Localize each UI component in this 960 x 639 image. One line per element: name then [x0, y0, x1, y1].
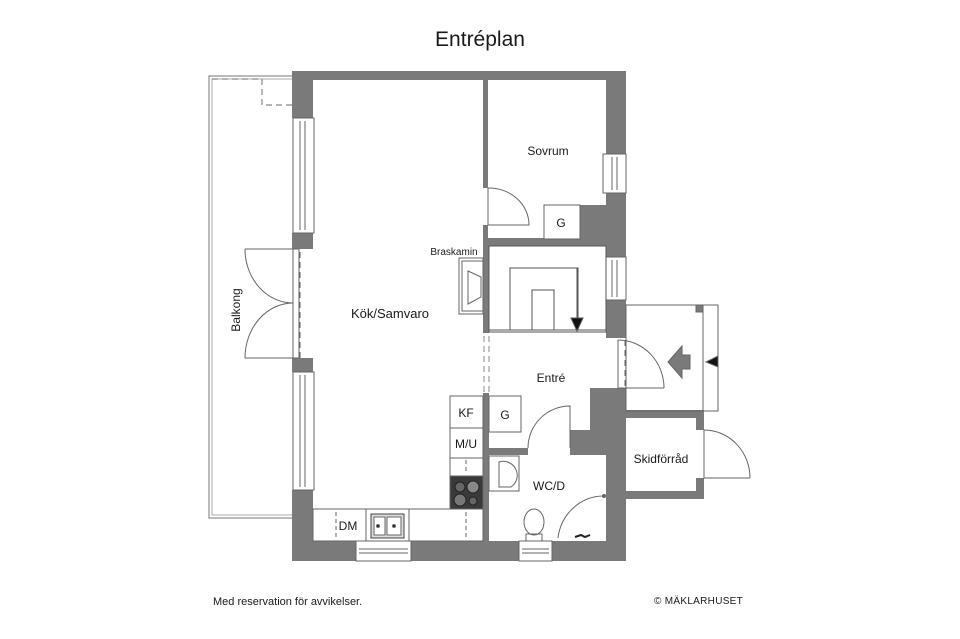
- bedroom-door: [487, 187, 530, 226]
- wardrobe-entrance: [488, 395, 522, 433]
- fridge-label: KF: [458, 406, 473, 420]
- dishwasher-label: DM: [339, 519, 358, 533]
- room-label-entrance: Entré: [537, 371, 566, 385]
- room-label-balcony: Balkong: [229, 288, 243, 331]
- balcony: [208, 75, 294, 519]
- walls: [292, 71, 704, 561]
- copyright: © MÄKLARHUSET: [654, 596, 744, 607]
- room-label-kitchen: Kök/Samvaro: [351, 306, 429, 321]
- page-title: Entréplan: [435, 28, 525, 51]
- entry-arrow-icon: [667, 344, 691, 380]
- room-label-bedroom: Sovrum: [527, 144, 568, 158]
- porch: [625, 304, 719, 412]
- windows: [292, 117, 627, 562]
- fireplace: [458, 257, 484, 315]
- fireplace-label: Braskamin: [430, 247, 477, 258]
- microwave-label: M/U: [455, 437, 477, 451]
- wardrobe-bedroom-label: G: [556, 216, 565, 230]
- storage-closet: [488, 245, 607, 333]
- room-label-ski-storage: Skidförråd: [634, 452, 689, 466]
- entrance-door: [617, 339, 665, 389]
- ski-storage-door: [703, 429, 751, 479]
- disclaimer: Med reservation för avvikelser.: [213, 596, 363, 608]
- wardrobe-entrance-label: G: [500, 408, 509, 422]
- room-label-bathroom: WC/D: [533, 479, 565, 493]
- kitchen-units: [312, 395, 484, 542]
- wc-fixtures: [488, 455, 606, 542]
- balcony-door: [244, 248, 301, 359]
- wardrobe-bedroom: [543, 204, 581, 240]
- wc-door: [527, 405, 571, 449]
- open-passage: [483, 336, 490, 393]
